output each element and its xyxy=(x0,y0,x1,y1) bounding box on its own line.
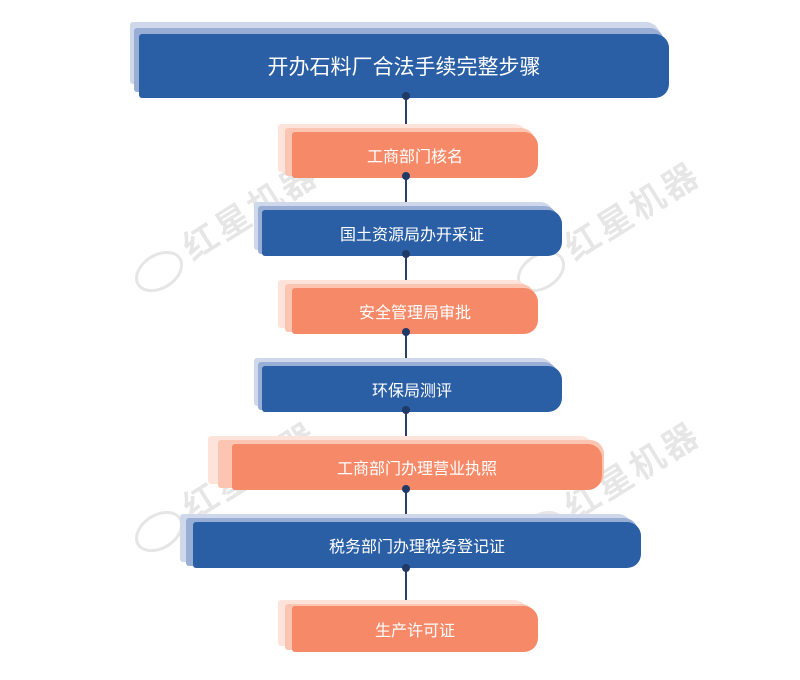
diagram-title: 开办石料厂合法手续完整步骤 xyxy=(139,34,669,98)
step-label-2: 国土资源局办开采证 xyxy=(262,210,562,256)
connector-dot xyxy=(402,172,410,180)
step-label-6: 税务部门办理税务登记证 xyxy=(193,522,641,568)
step-label-7: 生产许可证 xyxy=(292,606,538,652)
watermark-seal-icon xyxy=(127,242,191,301)
step-label-3: 安全管理局审批 xyxy=(292,288,538,334)
connector-dot xyxy=(402,250,410,258)
step-label-4: 环保局测评 xyxy=(262,366,562,412)
connector-dot xyxy=(402,485,410,493)
step-label-5: 工商部门办理营业执照 xyxy=(232,444,602,490)
step-label-1: 工商部门核名 xyxy=(292,132,538,178)
connector-dot xyxy=(402,328,410,336)
connector-dot xyxy=(402,406,410,414)
connector-dot xyxy=(402,92,410,100)
connector-dot xyxy=(402,564,410,572)
watermark-text: 红星机器 xyxy=(558,154,709,269)
